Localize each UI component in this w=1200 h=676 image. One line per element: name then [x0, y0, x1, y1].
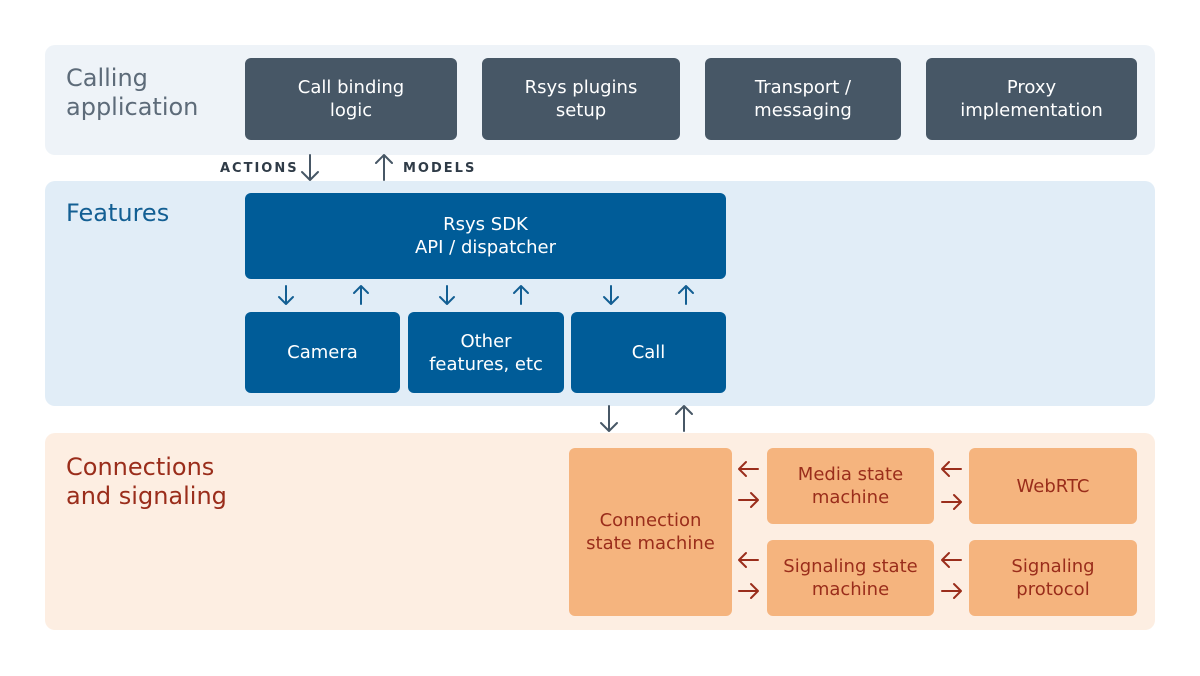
other-features-box: Other features, etc	[408, 312, 564, 393]
rsys-sdk-box: Rsys SDK API / dispatcher	[245, 193, 726, 279]
features-title: Features	[66, 199, 170, 227]
connection-state-machine-box: Connection state machine	[569, 448, 732, 616]
calling-application-title: Calling application	[66, 64, 199, 121]
media-state-machine-box: Media state machine	[767, 448, 934, 524]
proxy-implementation-box: Proxy implementation	[926, 58, 1137, 140]
call-binding-logic-box: Call binding logic	[245, 58, 457, 140]
actions-down-arrow-icon	[301, 154, 319, 181]
camera-box: Camera	[245, 312, 400, 393]
connection-to-call-up-arrow-icon	[675, 405, 693, 432]
call-box: Call	[571, 312, 726, 393]
webrtc-box: WebRTC	[969, 448, 1137, 524]
signaling-state-machine-box: Signaling state machine	[767, 540, 934, 616]
call-to-connection-down-arrow-icon	[600, 405, 618, 432]
connections-title: Connections and signaling	[66, 453, 227, 510]
rsys-plugins-setup-box: Rsys plugins setup	[482, 58, 680, 140]
models-up-arrow-icon	[375, 154, 393, 181]
transport-messaging-box: Transport / messaging	[705, 58, 901, 140]
actions-label: ACTIONS	[220, 161, 299, 176]
signaling-protocol-box: Signaling protocol	[969, 540, 1137, 616]
models-label: MODELS	[403, 161, 477, 176]
